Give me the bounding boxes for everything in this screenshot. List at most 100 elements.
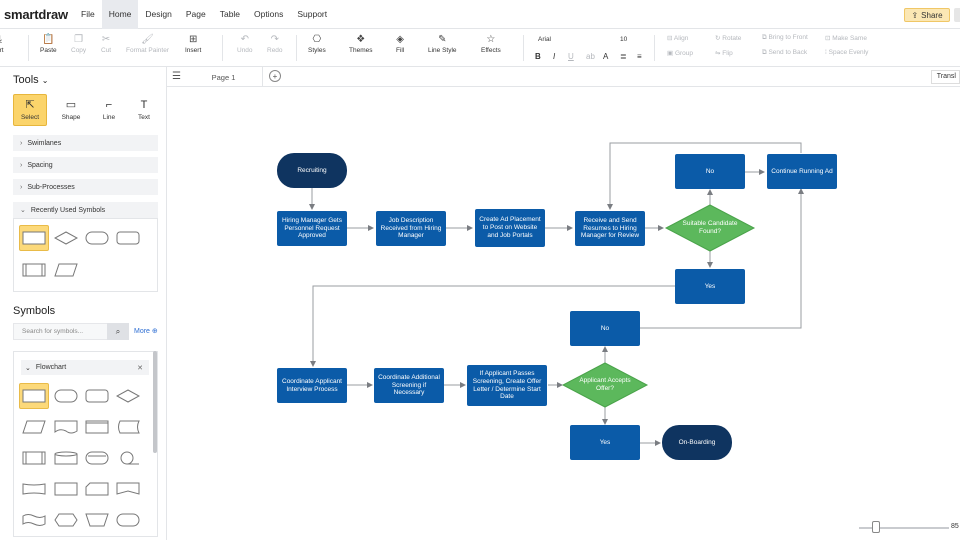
node-coordinate-screening[interactable]: Coordinate Additional Screening if Neces… — [374, 368, 444, 403]
text-bullets-icon[interactable]: ≣ — [620, 52, 627, 61]
section-sub-processes[interactable]: ›Sub-Processes — [13, 179, 158, 195]
flowchart-symbol[interactable] — [82, 476, 112, 502]
share-button[interactable]: ⇪ Share — [904, 8, 950, 22]
drawing-canvas[interactable]: Recruiting Hiring Manager Gets Personnel… — [167, 87, 960, 540]
cut-button[interactable]: ✂Cut — [101, 34, 112, 54]
flowchart-symbol[interactable] — [113, 507, 143, 533]
align-button[interactable]: ⊟ Align — [667, 35, 689, 42]
node-no-2[interactable]: No — [570, 311, 640, 346]
more-symbols-link[interactable]: More ⊕ — [134, 328, 158, 335]
font-family-select[interactable]: Arial — [538, 36, 552, 43]
recent-symbol-process[interactable] — [19, 257, 49, 283]
section-recently-used[interactable]: ⌄Recently Used Symbols — [13, 202, 158, 218]
share-dropdown[interactable] — [954, 8, 960, 22]
flowchart-symbol[interactable] — [51, 445, 81, 471]
recent-symbol-diamond[interactable] — [51, 225, 81, 251]
menu-options[interactable]: Options — [254, 9, 284, 19]
italic-icon[interactable]: I — [553, 52, 556, 61]
flowchart-symbol[interactable] — [113, 445, 143, 471]
menu-home[interactable]: Home — [101, 0, 139, 29]
effects-button[interactable]: ☆Effects — [481, 34, 501, 54]
rotate-button[interactable]: ↻ Rotate — [715, 35, 742, 42]
send-back-button[interactable]: ⧉ Send to Back — [762, 49, 808, 56]
flowchart-symbol[interactable] — [113, 383, 143, 409]
node-yes-1[interactable]: Yes — [675, 269, 745, 304]
tools-header[interactable]: Tools ⌄ — [13, 74, 49, 86]
flowchart-symbol[interactable] — [82, 507, 112, 533]
font-size-select[interactable]: 10 — [620, 36, 628, 43]
symbols-scrollbar[interactable] — [153, 351, 157, 453]
menu-support[interactable]: Support — [297, 9, 328, 19]
translate-button[interactable]: Transl — [930, 70, 960, 84]
flowchart-symbol[interactable] — [82, 414, 112, 440]
text-color-icon[interactable]: A — [603, 52, 609, 61]
menu-design[interactable]: Design — [145, 9, 172, 19]
menu-table[interactable]: Table — [219, 9, 241, 19]
zoom-slider-track[interactable] — [859, 527, 949, 529]
flowchart-symbol[interactable] — [113, 476, 143, 502]
bold-icon[interactable]: B — [535, 52, 541, 61]
recent-symbol-parallelogram[interactable] — [51, 257, 81, 283]
node-continue-running-ad[interactable]: Continue Running Ad — [767, 154, 837, 189]
close-icon[interactable]: ✕ — [137, 364, 143, 372]
paste-button[interactable]: 📋Paste — [40, 34, 57, 54]
node-job-description[interactable]: Job Description Received from Hiring Man… — [376, 211, 446, 246]
flowchart-library-header[interactable]: ⌄Flowchart✕ — [21, 360, 149, 375]
fill-button[interactable]: ◈Fill — [396, 34, 405, 54]
flowchart-symbol[interactable] — [19, 383, 49, 409]
section-swimlanes[interactable]: ›Swimlanes — [13, 135, 158, 151]
node-receive-send-resumes[interactable]: Receive and Send Resumes to Hiring Manag… — [575, 211, 645, 246]
add-page-icon[interactable]: + — [269, 70, 281, 82]
tool-line[interactable]: ⌐Line — [102, 98, 116, 121]
recent-symbol-rounded-rect[interactable] — [113, 225, 143, 251]
flowchart-symbol[interactable] — [82, 383, 112, 409]
make-same-button[interactable]: ⊡ Make Same — [825, 35, 867, 42]
node-yes-2[interactable]: Yes — [570, 425, 640, 460]
flowchart-symbol[interactable] — [51, 414, 81, 440]
bring-front-button[interactable]: ⧉ Bring to Front — [762, 34, 808, 41]
search-button[interactable]: ⌕ — [107, 323, 129, 340]
line-style-button[interactable]: ✎Line Style — [428, 34, 457, 54]
zoom-slider-handle[interactable] — [872, 521, 880, 533]
node-hiring-manager-request[interactable]: Hiring Manager Gets Personnel Request Ap… — [277, 211, 347, 246]
node-coordinate-interview[interactable]: Coordinate Applicant Interview Process — [277, 368, 347, 403]
group-button[interactable]: ▣ Group — [667, 50, 694, 57]
menu-file[interactable]: File — [81, 9, 95, 19]
format-painter-button[interactable]: 🖌Format Painter — [126, 34, 169, 54]
flowchart-symbol[interactable] — [113, 414, 143, 440]
flowchart-symbol[interactable] — [19, 476, 49, 502]
export-button[interactable]: ⤓ort — [0, 33, 4, 54]
flowchart-symbol[interactable] — [19, 507, 49, 533]
undo-button[interactable]: ↶Undo — [237, 34, 253, 54]
space-evenly-button[interactable]: ⁞ Space Evenly — [825, 49, 869, 56]
styles-button[interactable]: ⎔Styles — [308, 34, 326, 54]
insert-button[interactable]: ⊞Insert — [185, 34, 202, 54]
copy-button[interactable]: ❐Copy — [71, 34, 87, 54]
text-align-icon[interactable]: ≡ — [637, 52, 642, 61]
node-create-ad[interactable]: Create Ad Placement to Post on Website a… — [475, 209, 545, 247]
menu-page[interactable]: Page — [185, 9, 206, 19]
flip-button[interactable]: ⇋ Flip — [715, 50, 733, 57]
node-recruiting[interactable]: Recruiting — [277, 153, 347, 188]
node-create-offer-letter[interactable]: If Applicant Passes Screening, Create Of… — [467, 365, 547, 406]
flowchart-symbol[interactable] — [19, 445, 49, 471]
page-list-icon[interactable]: ☰ — [172, 71, 181, 82]
flowchart-symbol[interactable] — [51, 476, 81, 502]
flowchart-symbol[interactable] — [51, 507, 81, 533]
flowchart-symbol[interactable] — [51, 383, 81, 409]
underline-icon[interactable]: U — [568, 52, 574, 61]
recent-symbol-terminator[interactable] — [82, 225, 112, 251]
node-on-boarding[interactable]: On-Boarding — [662, 425, 732, 460]
themes-button[interactable]: ❖Themes — [349, 34, 373, 54]
section-spacing[interactable]: ›Spacing — [13, 157, 158, 173]
symbol-search-input[interactable]: Search for symbols... — [13, 323, 129, 340]
tool-select[interactable]: ⇱Select — [13, 94, 47, 126]
node-no-1[interactable]: No — [675, 154, 745, 189]
flowchart-symbol[interactable] — [19, 414, 49, 440]
highlight-icon[interactable]: ab — [586, 52, 595, 61]
redo-button[interactable]: ↷Redo — [267, 34, 283, 54]
flowchart-symbol[interactable] — [82, 445, 112, 471]
page-tab-1[interactable]: Page 1 — [185, 67, 263, 87]
recent-symbol-rectangle[interactable] — [19, 225, 49, 251]
